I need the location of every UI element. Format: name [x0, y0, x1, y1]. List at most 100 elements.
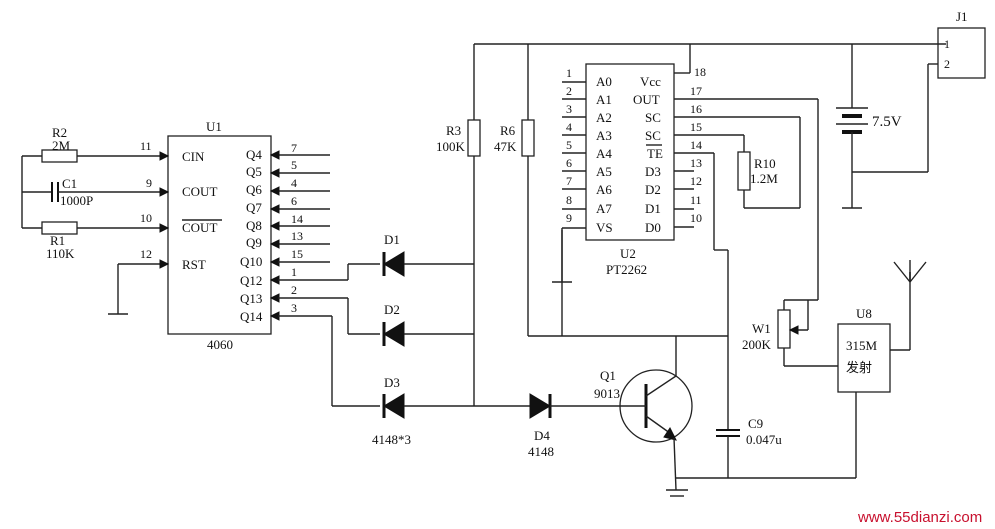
- r6-resistor: R6 47K: [494, 119, 728, 337]
- u2-pin-num: 11: [690, 193, 702, 207]
- u1-pin-q-label: Q12: [240, 273, 262, 288]
- u1-pin-num: 3: [291, 301, 297, 315]
- u2-pin-num: 10: [690, 211, 702, 225]
- u1-pin-num: 12: [140, 247, 152, 261]
- u1-pin-q-label: Q6: [246, 182, 262, 197]
- r3-value-label: 100K: [436, 139, 466, 154]
- w1-ref-label: W1: [752, 321, 771, 336]
- u1-part-label: 4060: [207, 337, 233, 352]
- u8-freq-label: 315M: [846, 338, 878, 353]
- u1-pin-q-label: Q13: [240, 291, 262, 306]
- d2-ref-label: D2: [384, 302, 400, 317]
- r6-ref-label: R6: [500, 123, 516, 138]
- u2-pin-label: D1: [645, 201, 661, 216]
- u2-pin-label: A0: [596, 74, 612, 89]
- u2-pin-num: 16: [690, 102, 702, 116]
- d3-ref-label: D3: [384, 375, 400, 390]
- c9-value-label: 0.047u: [746, 432, 782, 447]
- u1-pin-num: 6: [291, 194, 297, 208]
- u2-ref-label: U2: [620, 246, 636, 261]
- u2-pin-label: VS: [596, 220, 613, 235]
- u2-pin-num: 17: [690, 84, 702, 98]
- u2-pin-label: TE: [647, 146, 663, 161]
- r2-value-label: 2M: [52, 138, 71, 153]
- u1-pin-num: 2: [291, 283, 297, 297]
- u2-pin-num: 2: [566, 84, 572, 98]
- u1-pin-num: 15: [291, 247, 303, 261]
- u1-pin-q-label: Q5: [246, 164, 262, 179]
- u1-pin-num: 9: [146, 176, 152, 190]
- r1-ref-label: R1: [50, 233, 65, 248]
- site-watermark: www.55dianzi.com: [857, 509, 982, 526]
- u1-pin-q-label: Q9: [246, 235, 262, 250]
- r6-value-label: 47K: [494, 139, 517, 154]
- u2-pin-num: 12: [690, 174, 702, 188]
- u2-pin-num: 1: [566, 66, 572, 80]
- battery-symbol: 7.5V: [836, 107, 902, 209]
- u2-pin-label: A3: [596, 128, 612, 143]
- j1-pin1-label: 1: [944, 37, 950, 51]
- oscillator-network: R2 2M C1 1000P R1 110K: [21, 125, 168, 315]
- u2-pin-label: A1: [596, 92, 612, 107]
- q1-ref-label: Q1: [600, 368, 616, 383]
- u1-pin-q-label: Q7: [246, 200, 262, 215]
- d4-ref-label: D4: [534, 428, 550, 443]
- u1-pin-num: 13: [291, 229, 303, 243]
- d2-diode: D2: [382, 302, 474, 347]
- d1-diode: D1: [382, 232, 474, 277]
- u2-pin-label: SC: [645, 128, 661, 143]
- u2-pin-label: A6: [596, 182, 612, 197]
- u1-pin-q-label: Q14: [240, 309, 263, 324]
- u1-pin-q-label: Q4: [246, 147, 262, 162]
- d3-value-label: 4148*3: [372, 432, 411, 447]
- u2-pin-num: 3: [566, 102, 572, 116]
- r1-value-label: 110K: [46, 246, 75, 261]
- r2-ref-label: R2: [52, 125, 67, 140]
- u1-pin-rst-label: RST: [182, 257, 206, 272]
- top-supply-rail: [473, 43, 946, 120]
- u2-pin-num: 8: [566, 193, 572, 207]
- u1-pin-q-label: Q8: [246, 218, 262, 233]
- u2-pin-label: A4: [596, 146, 612, 161]
- r10-value-label: 1.2M: [750, 171, 778, 186]
- u2-pin-num: 6: [566, 156, 572, 170]
- w1-potentiometer: W1 200K: [742, 99, 838, 367]
- u2-pin-label: D2: [645, 182, 661, 197]
- u1-pin-num: 10: [140, 211, 152, 225]
- u1-pin-cout-bar-label: COUT: [182, 220, 217, 235]
- u2-pin-label: Vcc: [640, 74, 661, 89]
- u8-ref-label: U8: [856, 306, 872, 321]
- w1-value-label: 200K: [742, 337, 772, 352]
- u1-pin-num: 7: [291, 141, 297, 155]
- c9-capacitor: C9 0.047u: [676, 336, 856, 479]
- u2-pin-label: OUT: [633, 92, 660, 107]
- r10-ref-label: R10: [754, 156, 776, 171]
- u1-pin-q-label: Q10: [240, 254, 262, 269]
- d4-diode: D4 4148: [528, 393, 628, 459]
- d3-diode: D3 4148*3: [372, 375, 530, 447]
- j1-pin2-label: 2: [944, 57, 950, 71]
- q1-transistor: Q1 9013: [594, 336, 693, 497]
- u2-pin-label: A2: [596, 110, 612, 125]
- u8-transmitter: U8 315M 发射: [837, 272, 911, 478]
- u2-pin-num: 15: [690, 120, 702, 134]
- u1-pin-cout-label: COUT: [182, 184, 217, 199]
- u2-part-label: PT2262: [606, 262, 647, 277]
- r10-resistor: R10 1.2M: [737, 117, 801, 209]
- u2-pin-label: A7: [596, 201, 612, 216]
- c1-ref-label: C1: [62, 176, 77, 191]
- r3-resistor: R3 100K: [436, 119, 481, 406]
- u1-chip: U1 4060 CIN COUT COUT RST 11 9 10 12 Q4 …: [140, 119, 330, 352]
- u2-pin-label: D3: [645, 164, 661, 179]
- j1-connector: J1 1 2: [852, 9, 986, 173]
- antenna-icon: [893, 260, 927, 283]
- battery-value-label: 7.5V: [872, 114, 902, 130]
- r3-ref-label: R3: [446, 123, 461, 138]
- u2-chip: U2 PT2262 1 2 3 4 5 6 7 8 9 A0 A1 A2 A3 …: [552, 63, 818, 336]
- u1-pin-num: 14: [291, 212, 303, 226]
- u2-pin-num: 9: [566, 211, 572, 225]
- j1-ref-label: J1: [956, 9, 968, 24]
- c9-ref-label: C9: [748, 416, 763, 431]
- u2-pin-num: 18: [694, 65, 706, 79]
